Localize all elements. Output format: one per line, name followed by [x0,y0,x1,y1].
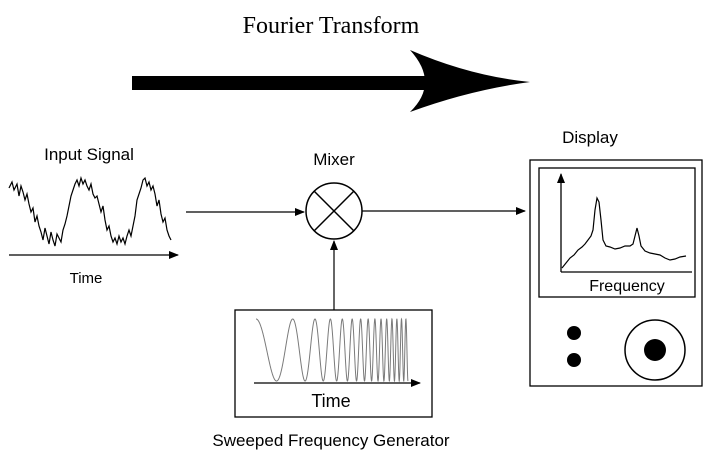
generator-box [234,309,433,418]
display-frequency-axis-label: Frequency [589,278,665,295]
generator-label: Sweeped Frequency Generator [212,431,450,450]
generator-time-axis-label: Time [311,391,350,411]
display-screen [538,167,696,298]
display-spectrum-plot [557,173,692,273]
mixer-label: Mixer [313,150,355,169]
display-button-icon[interactable] [567,353,581,367]
mixer-symbol-icon [305,182,363,240]
input-signal-waveform [8,175,179,259]
display-label: Display [562,128,618,147]
generator-chirp-waveform [254,317,421,387]
input-time-axis-label: Time [70,270,103,287]
diagram-title: Fourier Transform [243,13,420,39]
display-knob-icon[interactable] [624,319,686,381]
fourier-transform-arrow-icon [132,50,530,112]
display-button-icon[interactable] [567,326,581,340]
input-signal-label: Input Signal [44,145,134,164]
